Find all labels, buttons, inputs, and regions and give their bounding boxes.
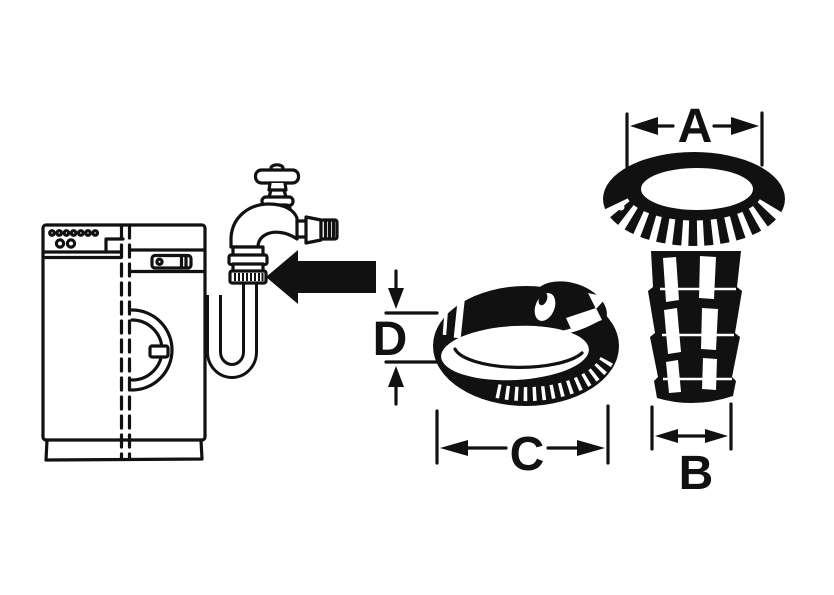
dim-label-b: B [679, 447, 714, 500]
tap-body [229, 202, 299, 249]
dim-label-d: D [373, 313, 408, 366]
machine-body-outline [41, 223, 207, 442]
panel-rules [41, 237, 207, 274]
dimension-a: A [625, 100, 764, 169]
tap-hose-connector [227, 245, 269, 285]
arrow-up-icon [388, 366, 404, 387]
dimension-d: D [373, 269, 439, 406]
washing-machine [41, 223, 207, 462]
dimension-c: C [435, 404, 610, 481]
clamp-opening [441, 325, 589, 381]
dimension-b: B [650, 402, 733, 500]
clamp-band-highlight-2 [442, 298, 449, 336]
arrow-down-icon [388, 288, 404, 309]
worm-drive-hose-clamp [433, 281, 619, 406]
door-handle [148, 344, 170, 359]
arrow-left-icon [630, 117, 658, 135]
arrow-left-icon [655, 429, 678, 443]
arrow-right-icon [577, 440, 605, 456]
dim-label-a: A [678, 100, 713, 153]
adapter-nut-highlight [617, 203, 625, 211]
machine-plinth [44, 438, 204, 462]
water-tap [227, 163, 339, 285]
adapter-nut-knurling [604, 197, 784, 247]
adapter-nut-opening [641, 168, 753, 210]
connection-pointer-arrow-icon [266, 250, 376, 304]
threaded-hose-adapter [603, 152, 785, 404]
arrow-right-icon [731, 117, 759, 135]
machine-door [130, 308, 174, 392]
arrow-right-icon [705, 429, 728, 443]
adapter-step-lines [660, 287, 736, 381]
arrow-left-icon [440, 440, 468, 456]
detergent-drawer [150, 253, 193, 270]
clamp-screw-head [531, 290, 607, 336]
fill-hose [206, 283, 258, 379]
clamp-inner-wall-edge [453, 347, 584, 369]
clamp-band-highlight [453, 293, 466, 339]
tap-handle [253, 163, 301, 192]
dim-label-c: C [510, 428, 545, 481]
panel-notch [104, 237, 125, 254]
clamp-band-perforations [495, 356, 614, 402]
control-panel-buttons [48, 229, 100, 249]
machine-break-dashed-lines [119, 224, 132, 461]
tap-threaded-spout [295, 215, 339, 245]
